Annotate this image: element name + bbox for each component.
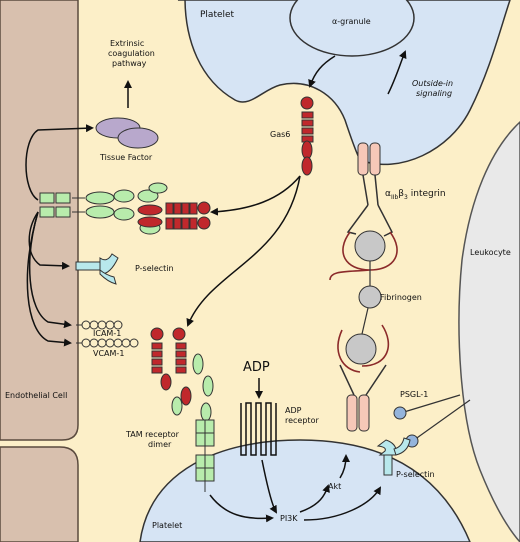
adp-receptor-icon — [240, 402, 277, 456]
platelet-p-selectin-icon — [376, 437, 411, 476]
akt-label: Akt — [328, 482, 341, 491]
leukocyte-cell — [458, 120, 520, 542]
tam-label-2: dimer — [148, 440, 172, 449]
alpha-granule-label: α-granule — [332, 17, 371, 26]
p-selectin-platelet-label: P-selectin — [396, 470, 435, 479]
tam-receptor-dimer — [150, 327, 215, 492]
adp-receptor-label-1: ADP — [285, 406, 302, 415]
outside-in-label-1: Outside-in — [412, 79, 453, 88]
outside-in-arrow — [387, 50, 407, 95]
leukocyte-label: Leukocyte — [470, 248, 511, 257]
extrinsic-label-2: coagulation — [108, 49, 155, 58]
psgl1-ligand — [393, 394, 471, 448]
vcam1-chain — [76, 338, 139, 348]
platelet-top — [178, 0, 511, 166]
fibrinogen-molecule — [329, 230, 398, 373]
icam1-chain — [76, 320, 123, 330]
adp-label: ADP — [243, 360, 270, 375]
tissue-factor-icon — [95, 117, 159, 149]
vcam1-label: VCAM-1 — [93, 349, 124, 358]
gas6-label: Gas6 — [270, 130, 290, 139]
alpha-granule — [289, 0, 415, 57]
endothelial-p-selectin-icon — [75, 253, 119, 285]
granule-release-arrow — [308, 55, 336, 88]
endothelial-cell — [0, 0, 79, 542]
icam1-label: ICAM-1 — [93, 329, 121, 338]
gas6-icon — [300, 96, 314, 176]
outside-in-label-2: signaling — [416, 89, 452, 98]
endothelial-signal-arrows — [25, 124, 94, 347]
extrinsic-label-3: pathway — [112, 59, 147, 68]
extrinsic-label-1: Extrinsic — [110, 39, 144, 48]
adp-receptor-label-2: receptor — [285, 416, 319, 425]
integrin-bottom — [339, 364, 387, 432]
pi3k-label: PI3K — [280, 514, 298, 523]
platelet-signal-arrows — [209, 454, 382, 523]
fibrinogen-label: Fibrinogen — [380, 293, 422, 302]
gas6-to-endothelium-arrow — [210, 175, 301, 216]
tissue-factor-label: Tissue Factor — [99, 153, 153, 162]
endothelial-gas6-bound — [137, 201, 211, 230]
psgl1-label: PSGL-1 — [400, 390, 428, 399]
p-selectin-endo-label: P-selectin — [135, 264, 174, 273]
integrin-top — [346, 142, 394, 237]
tam-label-1: TAM receptor — [125, 430, 180, 439]
integrin-label: αIIbβ3 integrin — [385, 189, 446, 201]
platelet-bottom-label: Platelet — [152, 521, 182, 530]
endothelial-cell-label: Endothelial Cell — [5, 391, 67, 400]
gas6-to-platelet-arrow — [186, 175, 301, 327]
platelet-top-label: Platelet — [200, 10, 235, 20]
